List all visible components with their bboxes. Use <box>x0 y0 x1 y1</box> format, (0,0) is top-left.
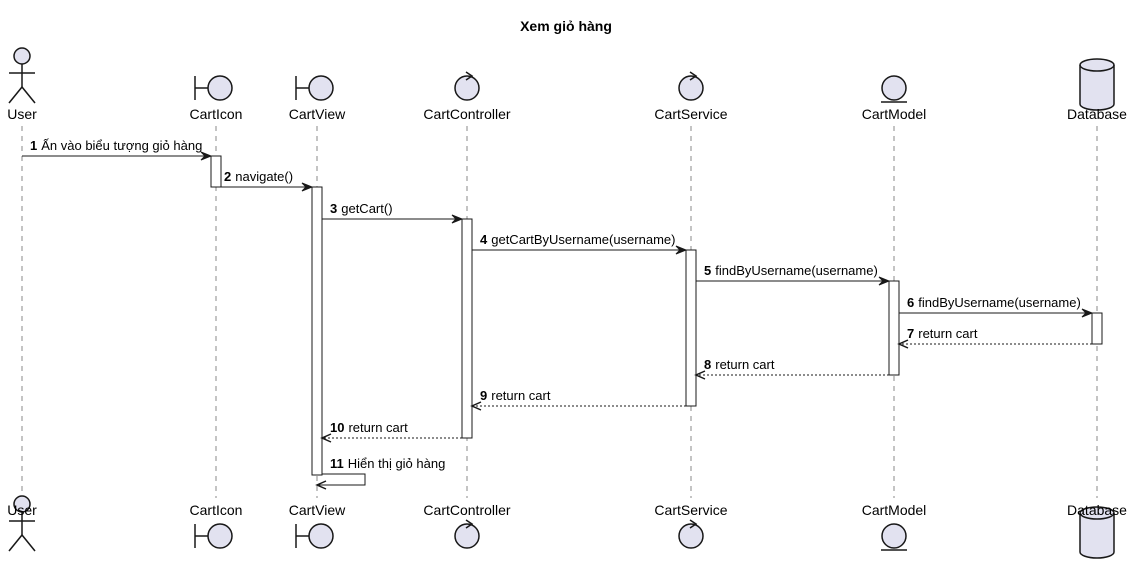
message-number: 6 <box>907 295 914 310</box>
participant-name-cartmodel-bottom: CartModel <box>862 502 927 518</box>
arrowhead <box>897 339 909 349</box>
participant-name-database-top: Database <box>1067 106 1127 122</box>
actor-user-top-icon <box>8 47 36 104</box>
participant-name-cartservice-bottom: CartService <box>654 502 727 518</box>
arrowhead <box>200 151 213 161</box>
participant-name-cartview-top: CartView <box>289 106 346 122</box>
message-text: navigate() <box>235 169 293 184</box>
message-number: 2 <box>224 169 231 184</box>
boundary-carticon-bottom-icon <box>194 523 233 549</box>
message-6: 6 findByUsername(username) <box>899 295 1094 318</box>
message-8: 8 return cart <box>694 357 889 380</box>
control-cartservice-top-icon <box>678 71 704 101</box>
message-number: 8 <box>704 357 711 372</box>
control-cartcontroller-top-icon <box>454 71 480 101</box>
message-2: 2 navigate() <box>216 169 314 192</box>
activation-bars <box>210 155 1103 476</box>
message-10: 10 return cart <box>320 420 462 443</box>
arrowhead <box>470 401 482 411</box>
participant-name-cartcontroller-bottom: CartController <box>423 502 510 518</box>
message-9: 9 return cart <box>470 388 686 411</box>
message-label: 2 navigate() <box>224 169 293 184</box>
participant-name-user-bottom: User <box>7 502 37 518</box>
message-number: 9 <box>480 388 487 403</box>
message-1: 1 Ấn vào biểu tượng giỏ hàng <box>22 138 213 161</box>
database-database-bottom-icon <box>1079 506 1115 559</box>
message-number: 4 <box>480 232 488 247</box>
message-number: 5 <box>704 263 711 278</box>
participants: UserUserCartIconCartIconCartViewCartView… <box>7 47 1127 559</box>
message-text: getCartByUsername(username) <box>491 232 675 247</box>
message-number: 3 <box>330 201 337 216</box>
message-label: 9 return cart <box>480 388 551 403</box>
activation-bar-cartmodel <box>888 280 900 376</box>
message-label: 3 getCart() <box>330 201 393 216</box>
arrowhead <box>301 182 314 192</box>
message-label: 7 return cart <box>907 326 978 341</box>
participant-name-user-top: User <box>7 106 37 122</box>
activation-bar-cartservice <box>685 249 697 407</box>
entity-cartmodel-bottom-icon <box>881 523 907 551</box>
message-3: 3 getCart() <box>322 201 464 224</box>
message-text: return cart <box>348 420 408 435</box>
message-text: return cart <box>715 357 775 372</box>
participant-name-cartview-bottom: CartView <box>289 502 346 518</box>
arrowhead <box>320 433 332 443</box>
participant-name-database-bottom: Database <box>1067 502 1127 518</box>
message-label: 1 Ấn vào biểu tượng giỏ hàng <box>30 138 202 153</box>
database-database-top-icon <box>1079 58 1115 111</box>
message-number: 10 <box>330 420 344 435</box>
message-number: 1 <box>30 138 37 153</box>
arrowhead <box>675 245 688 255</box>
message-text: Hiển thị giỏ hàng <box>348 456 446 471</box>
entity-cartmodel-top-icon <box>881 75 907 103</box>
message-label: 10 return cart <box>330 420 408 435</box>
message-label: 8 return cart <box>704 357 775 372</box>
arrowhead <box>451 214 464 224</box>
message-text: return cart <box>491 388 551 403</box>
arrowhead <box>694 370 706 380</box>
control-cartservice-bottom-icon <box>678 519 704 549</box>
message-5: 5 findByUsername(username) <box>696 263 891 286</box>
message-text: return cart <box>918 326 978 341</box>
diagram-title: Xem giỏ hàng <box>520 18 612 34</box>
boundary-carticon-top-icon <box>194 75 233 101</box>
arrowhead <box>315 480 327 490</box>
control-cartcontroller-bottom-icon <box>454 519 480 549</box>
activation-bar-database <box>1091 312 1103 345</box>
message-text: findByUsername(username) <box>918 295 1081 310</box>
activation-bar-cartview <box>311 186 323 476</box>
participant-name-cartservice-top: CartService <box>654 106 727 122</box>
lifelines <box>21 126 1098 498</box>
message-7: 7 return cart <box>897 326 1092 349</box>
participant-name-carticon-bottom: CartIcon <box>190 502 243 518</box>
participant-name-carticon-top: CartIcon <box>190 106 243 122</box>
arrowhead <box>1081 308 1094 318</box>
message-label: 11 Hiển thị giỏ hàng <box>330 456 445 471</box>
arrowhead <box>878 276 891 286</box>
participant-name-cartcontroller-top: CartController <box>423 106 510 122</box>
participant-name-cartmodel-top: CartModel <box>862 106 927 122</box>
activation-bar-carticon <box>210 155 222 188</box>
actor-user-bottom-icon <box>8 495 36 552</box>
message-line <box>317 473 366 486</box>
message-text: findByUsername(username) <box>715 263 878 278</box>
message-11: 11 Hiển thị giỏ hàng <box>315 456 445 490</box>
message-label: 6 findByUsername(username) <box>907 295 1081 310</box>
boundary-cartview-top-icon <box>295 75 334 101</box>
message-text: getCart() <box>341 201 392 216</box>
message-text: Ấn vào biểu tượng giỏ hàng <box>41 138 202 153</box>
message-label: 5 findByUsername(username) <box>704 263 878 278</box>
message-number: 11 <box>330 456 344 471</box>
message-number: 7 <box>907 326 914 341</box>
activation-bar-cartcontroller <box>461 218 473 439</box>
boundary-cartview-bottom-icon <box>295 523 334 549</box>
